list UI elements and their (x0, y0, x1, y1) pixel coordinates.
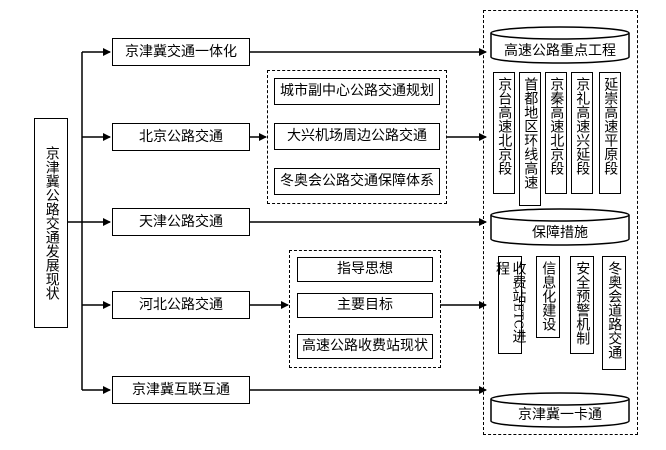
key-project-label: 京台高速北京段 (496, 77, 513, 175)
key-project-label: 京礼高速兴延段 (574, 77, 591, 175)
hebei-item: 高速公路收费站现状 (297, 334, 433, 359)
key-projects-title: 高速公路重点工程 (504, 43, 616, 59)
beijing-item-label: 大兴机场周边公路交通 (287, 128, 427, 145)
guarantee-item: 收费站ETC进程 (494, 256, 527, 354)
cylinder-shape (490, 392, 630, 428)
beijing-item-label: 冬奥会公路交通保障体系 (280, 173, 434, 190)
root-node: 京津冀公路交通发展现状 (34, 118, 68, 328)
guarantee-label-part: 进程 (494, 261, 527, 343)
hebei-group (289, 250, 441, 368)
hebei-item-label: 高速公路收费站现状 (302, 338, 428, 355)
beijing-item-label: 城市副中心公路交通规划 (280, 83, 434, 100)
guarantee-label: 收费站ETC进程 (493, 261, 527, 353)
key-project-item: 首都地区环线高速 (519, 72, 541, 206)
card-cylinder: 京津冀一卡通 (490, 392, 630, 428)
guarantee-title: 保障措施 (532, 225, 588, 241)
guarantee-item: 冬奥会道路交通 (602, 256, 626, 370)
branch-interconnection: 京津冀互联互通 (112, 376, 250, 404)
root-label: 京津冀公路交通发展现状 (43, 146, 60, 300)
key-project-label: 首都地区环线高速 (522, 77, 539, 189)
hebei-item: 指导思想 (297, 257, 433, 282)
cylinder-shape (490, 208, 630, 246)
beijing-item: 大兴机场周边公路交通 (274, 123, 440, 150)
guarantee-item: 信息化建设 (536, 256, 560, 338)
key-project-label: 京秦高速北京段 (548, 77, 565, 175)
guarantee-label: 冬奥会道路交通 (606, 261, 623, 359)
hebei-item-label: 指导思想 (337, 261, 393, 278)
branch-tianjin-label: 天津公路交通 (139, 213, 223, 230)
cylinder-shape (490, 26, 630, 64)
beijing-item: 冬奥会公路交通保障体系 (274, 168, 440, 195)
branch-hebei: 河北公路交通 (112, 291, 250, 319)
key-project-item: 京秦高速北京段 (545, 72, 567, 194)
guarantee-cylinder: 保障措施 (490, 208, 630, 246)
beijing-item: 城市副中心公路交通规划 (274, 78, 440, 105)
branch-beijing: 北京公路交通 (112, 123, 250, 151)
guarantee-label: 安全预警机制 (574, 261, 591, 345)
beijing-group (267, 70, 447, 204)
branch-integration: 京津冀交通一体化 (112, 38, 250, 66)
guarantee-label-part: 收费站 (510, 261, 527, 303)
guarantee-label-latin: ETC (511, 303, 526, 329)
guarantee-label: 信息化建设 (540, 261, 557, 331)
key-projects-cylinder: 高速公路重点工程 (490, 26, 630, 64)
branch-hebei-label: 河北公路交通 (139, 296, 223, 313)
key-project-item: 延崇高速平原段 (599, 72, 621, 194)
key-project-item: 京台高速北京段 (493, 72, 515, 194)
hebei-item-label: 主要目标 (337, 297, 393, 314)
key-project-item: 京礼高速兴延段 (571, 72, 593, 194)
branch-interconnection-label: 京津冀互联互通 (132, 381, 230, 398)
branch-beijing-label: 北京公路交通 (139, 128, 223, 145)
card-title: 京津冀一卡通 (518, 407, 602, 423)
branch-integration-label: 京津冀交通一体化 (125, 43, 237, 60)
outcomes-group (483, 10, 638, 435)
guarantee-item: 安全预警机制 (570, 256, 594, 354)
key-project-label: 延崇高速平原段 (602, 77, 619, 175)
branch-tianjin: 天津公路交通 (112, 208, 250, 236)
hebei-item: 主要目标 (297, 293, 433, 318)
